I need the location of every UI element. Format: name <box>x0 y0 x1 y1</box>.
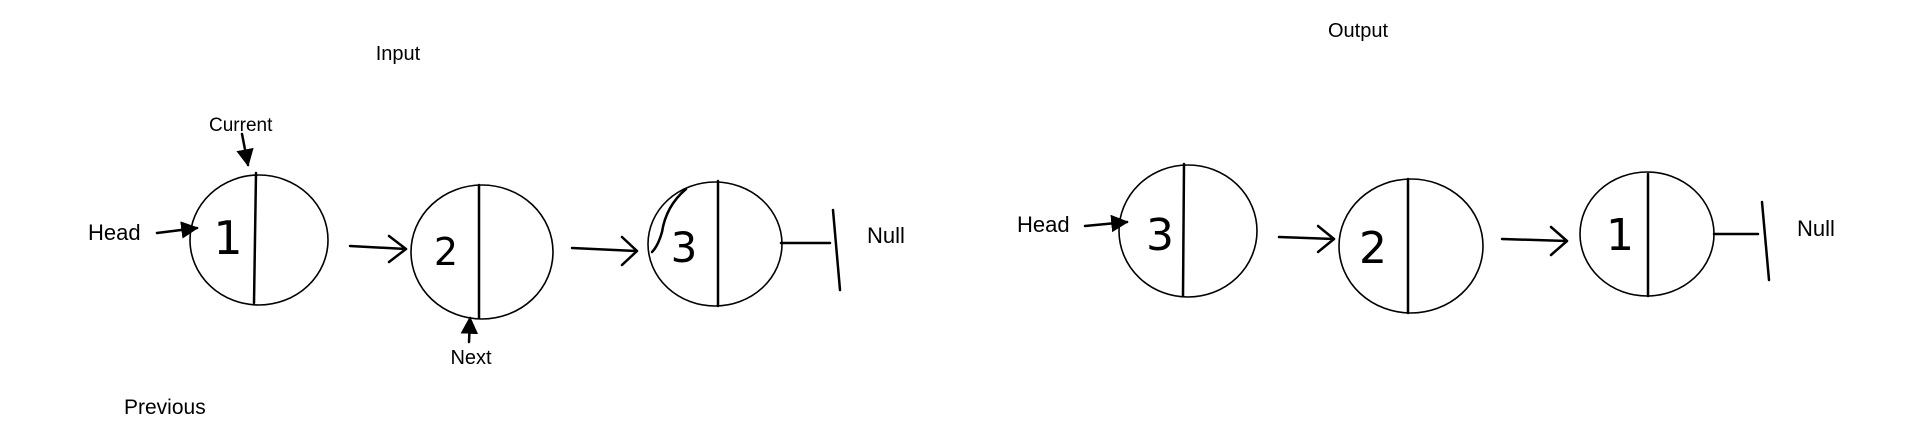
input-node-value: 3 <box>671 223 698 272</box>
output-node-value: 1 <box>1606 210 1634 261</box>
input-current-label: Current <box>209 115 273 136</box>
input-title: Input <box>376 43 421 65</box>
output-head-arrow <box>1083 214 1129 233</box>
input-node-value: 1 <box>213 211 242 265</box>
input-link-arrowhead <box>387 234 408 264</box>
input-null-bar <box>831 208 842 292</box>
input-panel: Input Head Current 1 2 Next <box>88 43 905 419</box>
input-current-arrow <box>236 132 254 167</box>
input-link-arrow <box>570 246 639 253</box>
input-node-value: 2 <box>434 230 458 274</box>
output-title: Output <box>1328 20 1388 42</box>
input-link-arrowhead <box>620 235 639 267</box>
output-link-arrowhead <box>1549 225 1569 257</box>
input-head-label: Head <box>88 220 141 245</box>
input-node: 3 <box>647 179 783 308</box>
output-link-arrow <box>1277 235 1336 241</box>
input-link-arrow <box>348 244 408 251</box>
output-node-value: 3 <box>1146 210 1174 261</box>
input-node: 2 <box>410 183 554 320</box>
input-node: 1 <box>189 171 329 306</box>
input-next-arrow <box>460 316 479 344</box>
output-link-arrowhead <box>1316 224 1336 254</box>
output-node: 3 <box>1118 162 1258 298</box>
output-node: 2 <box>1338 177 1484 315</box>
output-panel: Output Head 3 2 1 Null <box>1017 20 1835 315</box>
input-next-label: Next <box>450 347 492 369</box>
input-previous-label: Previous <box>124 396 206 419</box>
output-node: 1 <box>1579 171 1715 298</box>
output-null-bar <box>1760 200 1771 282</box>
output-link-arrow <box>1500 237 1569 243</box>
input-null-label: Null <box>867 223 905 248</box>
output-null-label: Null <box>1797 216 1835 241</box>
output-node-value: 2 <box>1359 223 1387 274</box>
output-head-label: Head <box>1017 212 1070 237</box>
